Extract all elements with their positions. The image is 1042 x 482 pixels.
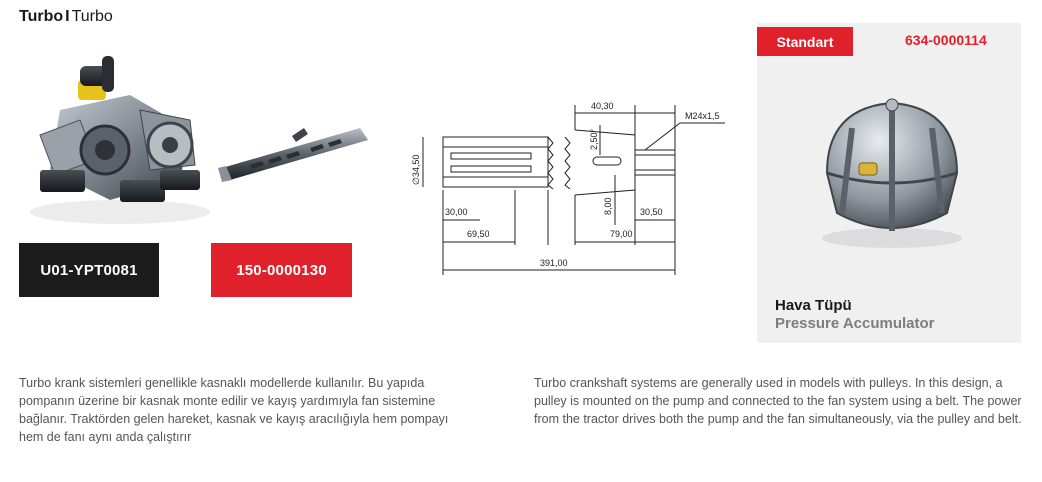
accessory-card: Standart 634-0000114 Hava Tüpü Pressure … — [757, 23, 1021, 343]
dim-79-00: 79,00 — [610, 229, 633, 239]
title-bold: Turbo — [19, 8, 64, 25]
dim-diameter: ∅34,50 — [411, 155, 421, 185]
accessory-subtitle: Pressure Accumulator — [775, 315, 935, 332]
description-english: Turbo crankshaft systems are generally u… — [534, 376, 1022, 426]
title-light: Turbo — [71, 8, 113, 25]
dim-8-00: 8,00 — [603, 197, 613, 215]
pump-image — [30, 56, 210, 224]
accessory-title: Hava Tüpü — [775, 297, 852, 314]
dim-30-50: 30,50 — [640, 207, 663, 217]
dim-angle: 2,50° — [589, 128, 599, 150]
dim-69-50: 69,50 — [467, 229, 490, 239]
title-separator: I — [65, 8, 70, 25]
dim-40-30: 40,30 — [591, 101, 614, 111]
product-code-shaft: 150-0000130 — [211, 243, 352, 297]
dim-30-00: 30,00 — [445, 207, 468, 217]
dim-m24: M24x1,5 — [685, 111, 720, 121]
description-turkish: Turbo krank sistemleri genellikle kasnak… — [19, 376, 449, 444]
standard-badge: Standart — [757, 27, 853, 56]
product-code-pump: U01-YPT0081 — [19, 243, 159, 297]
pressure-accumulator-image — [822, 98, 962, 248]
pto-shaft-image — [218, 128, 368, 182]
accessory-code: 634-0000114 — [905, 32, 987, 48]
dim-391-00: 391,00 — [540, 258, 568, 268]
technical-drawing: 30,00 69,50 30,50 79,00 391,00 40,30 M24… — [411, 101, 725, 275]
